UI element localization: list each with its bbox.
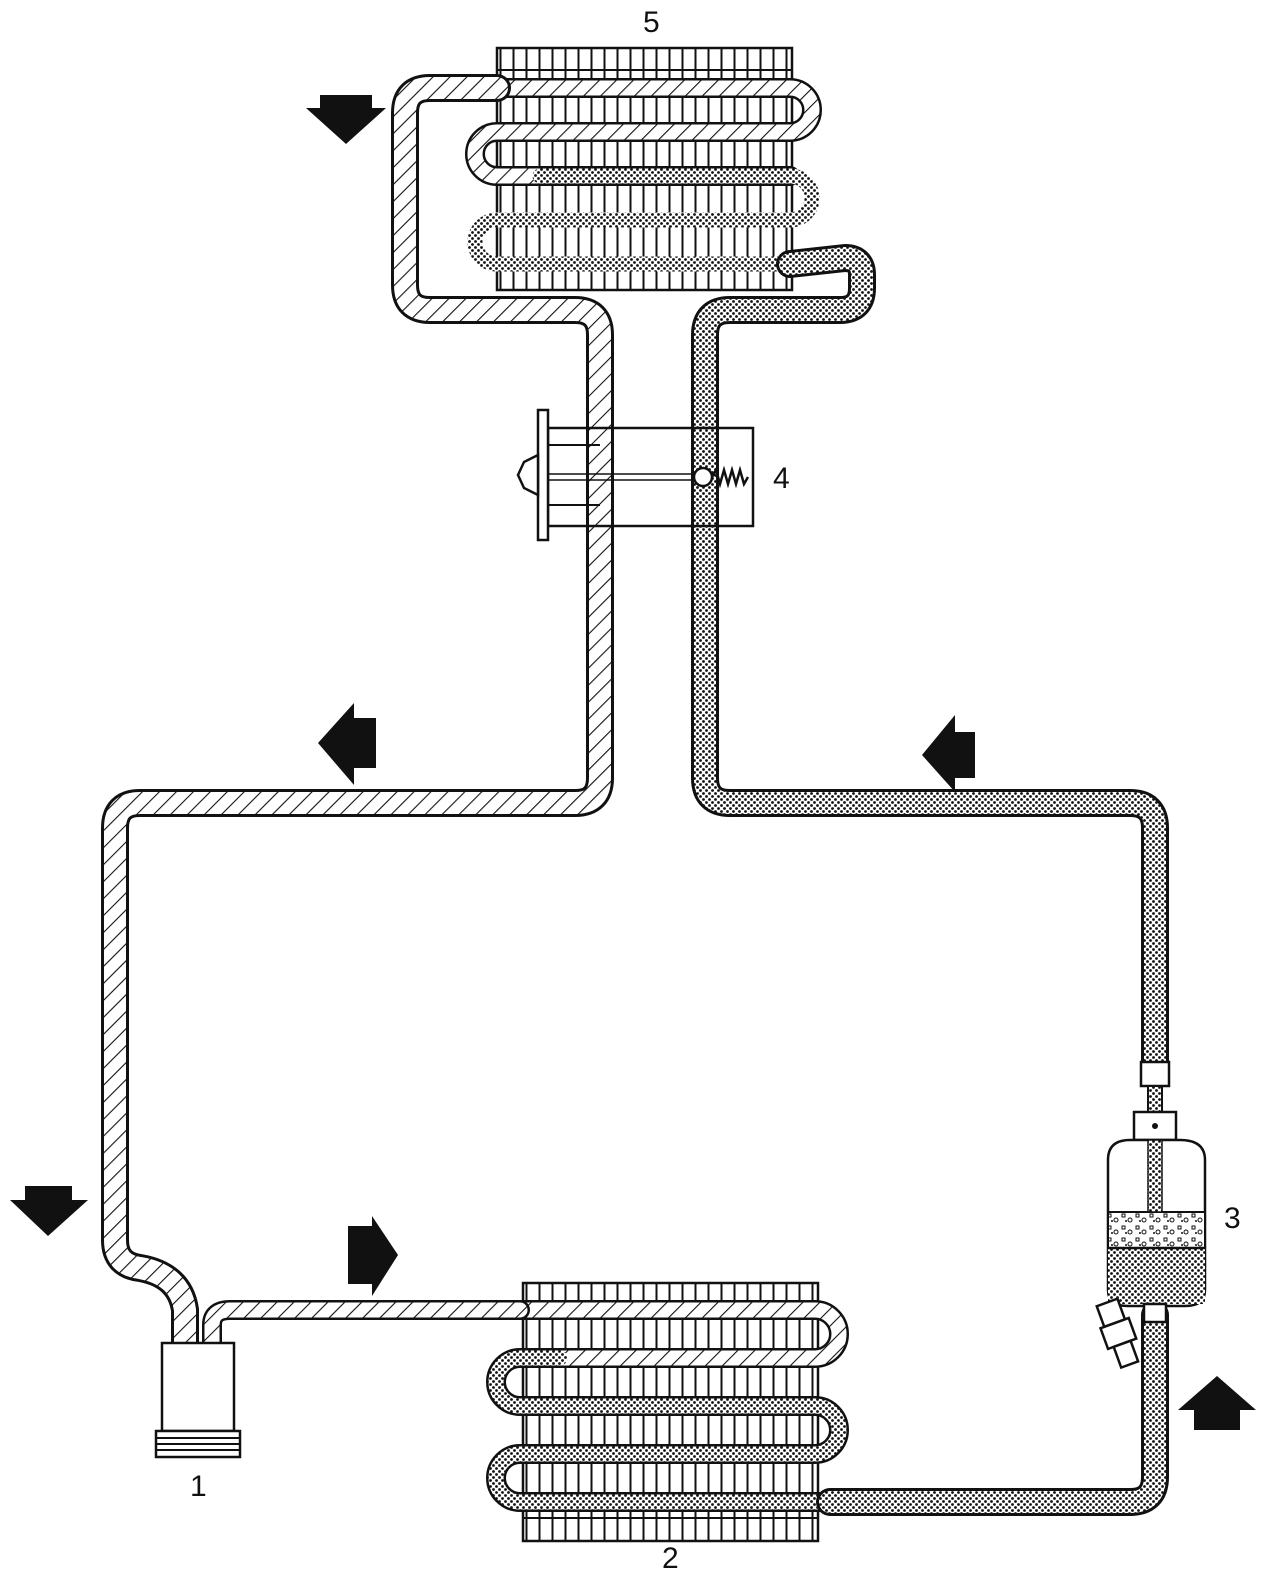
receiver-drier — [1095, 1060, 1207, 1370]
condenser — [486, 1281, 849, 1543]
flow-arrow-down-top — [306, 95, 386, 144]
flow-arrow-left-right-side — [922, 715, 975, 792]
label-condenser: 2 — [662, 1542, 679, 1575]
flow-arrow-right-discharge — [348, 1216, 398, 1296]
suction-line — [101, 74, 614, 1359]
flow-arrow-left-middle — [318, 703, 376, 785]
flow-arrow-down-left — [10, 1186, 88, 1236]
pressure-switch — [1095, 1297, 1140, 1370]
label-compressor: 1 — [190, 1470, 207, 1503]
label-expansion-valve: 4 — [773, 462, 790, 495]
valve-spring — [710, 465, 750, 489]
evaporator — [465, 46, 822, 292]
liquid-line — [691, 244, 1169, 1516]
flow-arrows — [10, 95, 1256, 1430]
discharge-line — [202, 1300, 530, 1355]
label-evaporator: 5 — [643, 6, 660, 39]
compressor — [154, 1341, 242, 1459]
evaporator-coil-lower — [467, 168, 820, 272]
label-receiver-drier: 3 — [1224, 1202, 1241, 1235]
expansion-valve — [516, 408, 755, 542]
flow-arrow-up-right — [1178, 1376, 1256, 1430]
